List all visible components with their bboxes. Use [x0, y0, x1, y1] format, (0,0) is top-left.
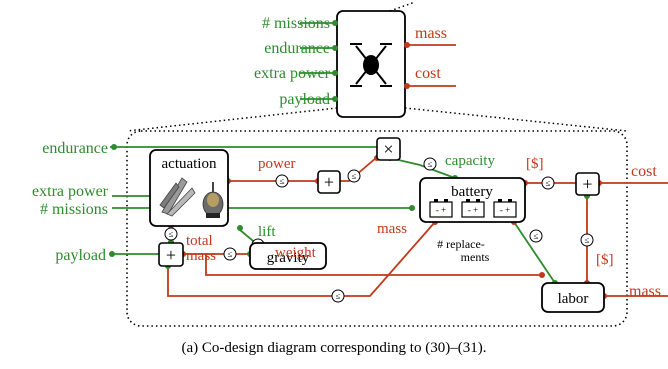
- top-input-endurance: endurance: [264, 40, 330, 57]
- leq-marker: ≤: [529, 229, 543, 243]
- label-weight: weight: [275, 245, 317, 261]
- battery-cell-2: - +: [468, 205, 478, 215]
- output-mass: mass: [629, 283, 661, 300]
- label-dollar-top: [$]: [526, 156, 544, 172]
- label-mass-left: mass: [186, 248, 216, 264]
- svg-text:≤: ≤: [228, 249, 233, 259]
- top-input-missions: # missions: [262, 15, 330, 32]
- plus-node-power: +: [317, 170, 341, 194]
- svg-text:≤: ≤: [428, 159, 433, 169]
- labor-block: labor: [541, 282, 605, 313]
- label-dollar-right: [$]: [596, 252, 614, 268]
- top-outputs: mass cost: [404, 25, 456, 89]
- drone-icon: [350, 43, 392, 87]
- label-replacements-1: # replace-: [437, 237, 485, 251]
- wires: [110, 146, 668, 297]
- battery-cell-3: - +: [500, 205, 510, 215]
- detail-outputs: cost mass: [629, 163, 661, 300]
- svg-text:≤: ≤: [280, 176, 285, 186]
- svg-text:≤: ≤: [169, 229, 174, 239]
- top-output-cost: cost: [415, 65, 441, 82]
- leq-marker: ≤: [275, 174, 289, 188]
- svg-text:≤: ≤: [585, 235, 590, 245]
- svg-text:≤: ≤: [352, 171, 357, 181]
- label-power: power: [258, 156, 296, 172]
- svg-text:≤: ≤: [534, 231, 539, 241]
- zoom-line-left: [126, 107, 338, 132]
- leq-marker: ≤: [541, 176, 555, 190]
- leq-marker: ≤: [580, 233, 594, 247]
- leq-marker: ≤: [331, 289, 345, 303]
- battery-block: battery - + - + - +: [419, 177, 526, 223]
- gravity-block: gravity: [249, 242, 327, 270]
- gravity-label: gravity: [267, 250, 310, 266]
- propeller-icon: [159, 177, 196, 217]
- detail-inputs: endurance extra power # missions payload: [32, 140, 109, 264]
- labor-label: labor: [558, 291, 589, 307]
- actuation-label: actuation: [162, 156, 217, 172]
- leq-marker: ≤: [423, 157, 437, 171]
- times-node: ×: [376, 137, 401, 161]
- label-lift: lift: [258, 224, 276, 240]
- leq-marker: ≤: [164, 227, 178, 241]
- battery-icon: - + - + - +: [429, 199, 517, 218]
- top-drone-block: # missions endurance extra power payload…: [126, 1, 628, 132]
- figure-caption: (a) Co-design diagram corresponding to (…: [181, 340, 487, 356]
- input-extra-power: extra power: [32, 183, 109, 200]
- svg-text:≤: ≤: [546, 178, 551, 188]
- input-payload: payload: [55, 247, 106, 264]
- label-capacity: capacity: [445, 153, 495, 169]
- input-endurance: endurance: [42, 140, 108, 157]
- battery-cell-1: - +: [436, 205, 446, 215]
- svg-text:+: +: [166, 245, 176, 265]
- wire-labels: power capacity [$] [$] lift weight total…: [186, 153, 614, 268]
- leq-marker: ≤: [347, 169, 361, 183]
- output-cost: cost: [631, 163, 657, 180]
- top-inputs: # missions endurance extra power payload: [254, 15, 338, 108]
- zoom-line-right: [404, 107, 628, 132]
- label-replacements-2: ments: [461, 250, 490, 264]
- top-output-mass: mass: [415, 25, 447, 42]
- plus-node-mass: +: [158, 242, 184, 267]
- input-missions: # missions: [40, 201, 108, 218]
- svg-text:×: ×: [383, 139, 393, 159]
- battery-label: battery: [451, 184, 493, 200]
- motor-icon: [202, 182, 224, 218]
- top-input-extra-power: extra power: [254, 65, 331, 82]
- plus-node-cost: +: [575, 172, 600, 196]
- svg-text:≤: ≤: [336, 291, 341, 301]
- leq-marker: ≤: [223, 247, 237, 261]
- svg-text:+: +: [324, 172, 334, 192]
- actuation-block: actuation: [149, 149, 229, 227]
- svg-text:+: +: [582, 174, 592, 194]
- label-mass-mid: mass: [377, 221, 407, 237]
- label-total: total: [186, 233, 213, 249]
- detail-frame: [126, 130, 628, 327]
